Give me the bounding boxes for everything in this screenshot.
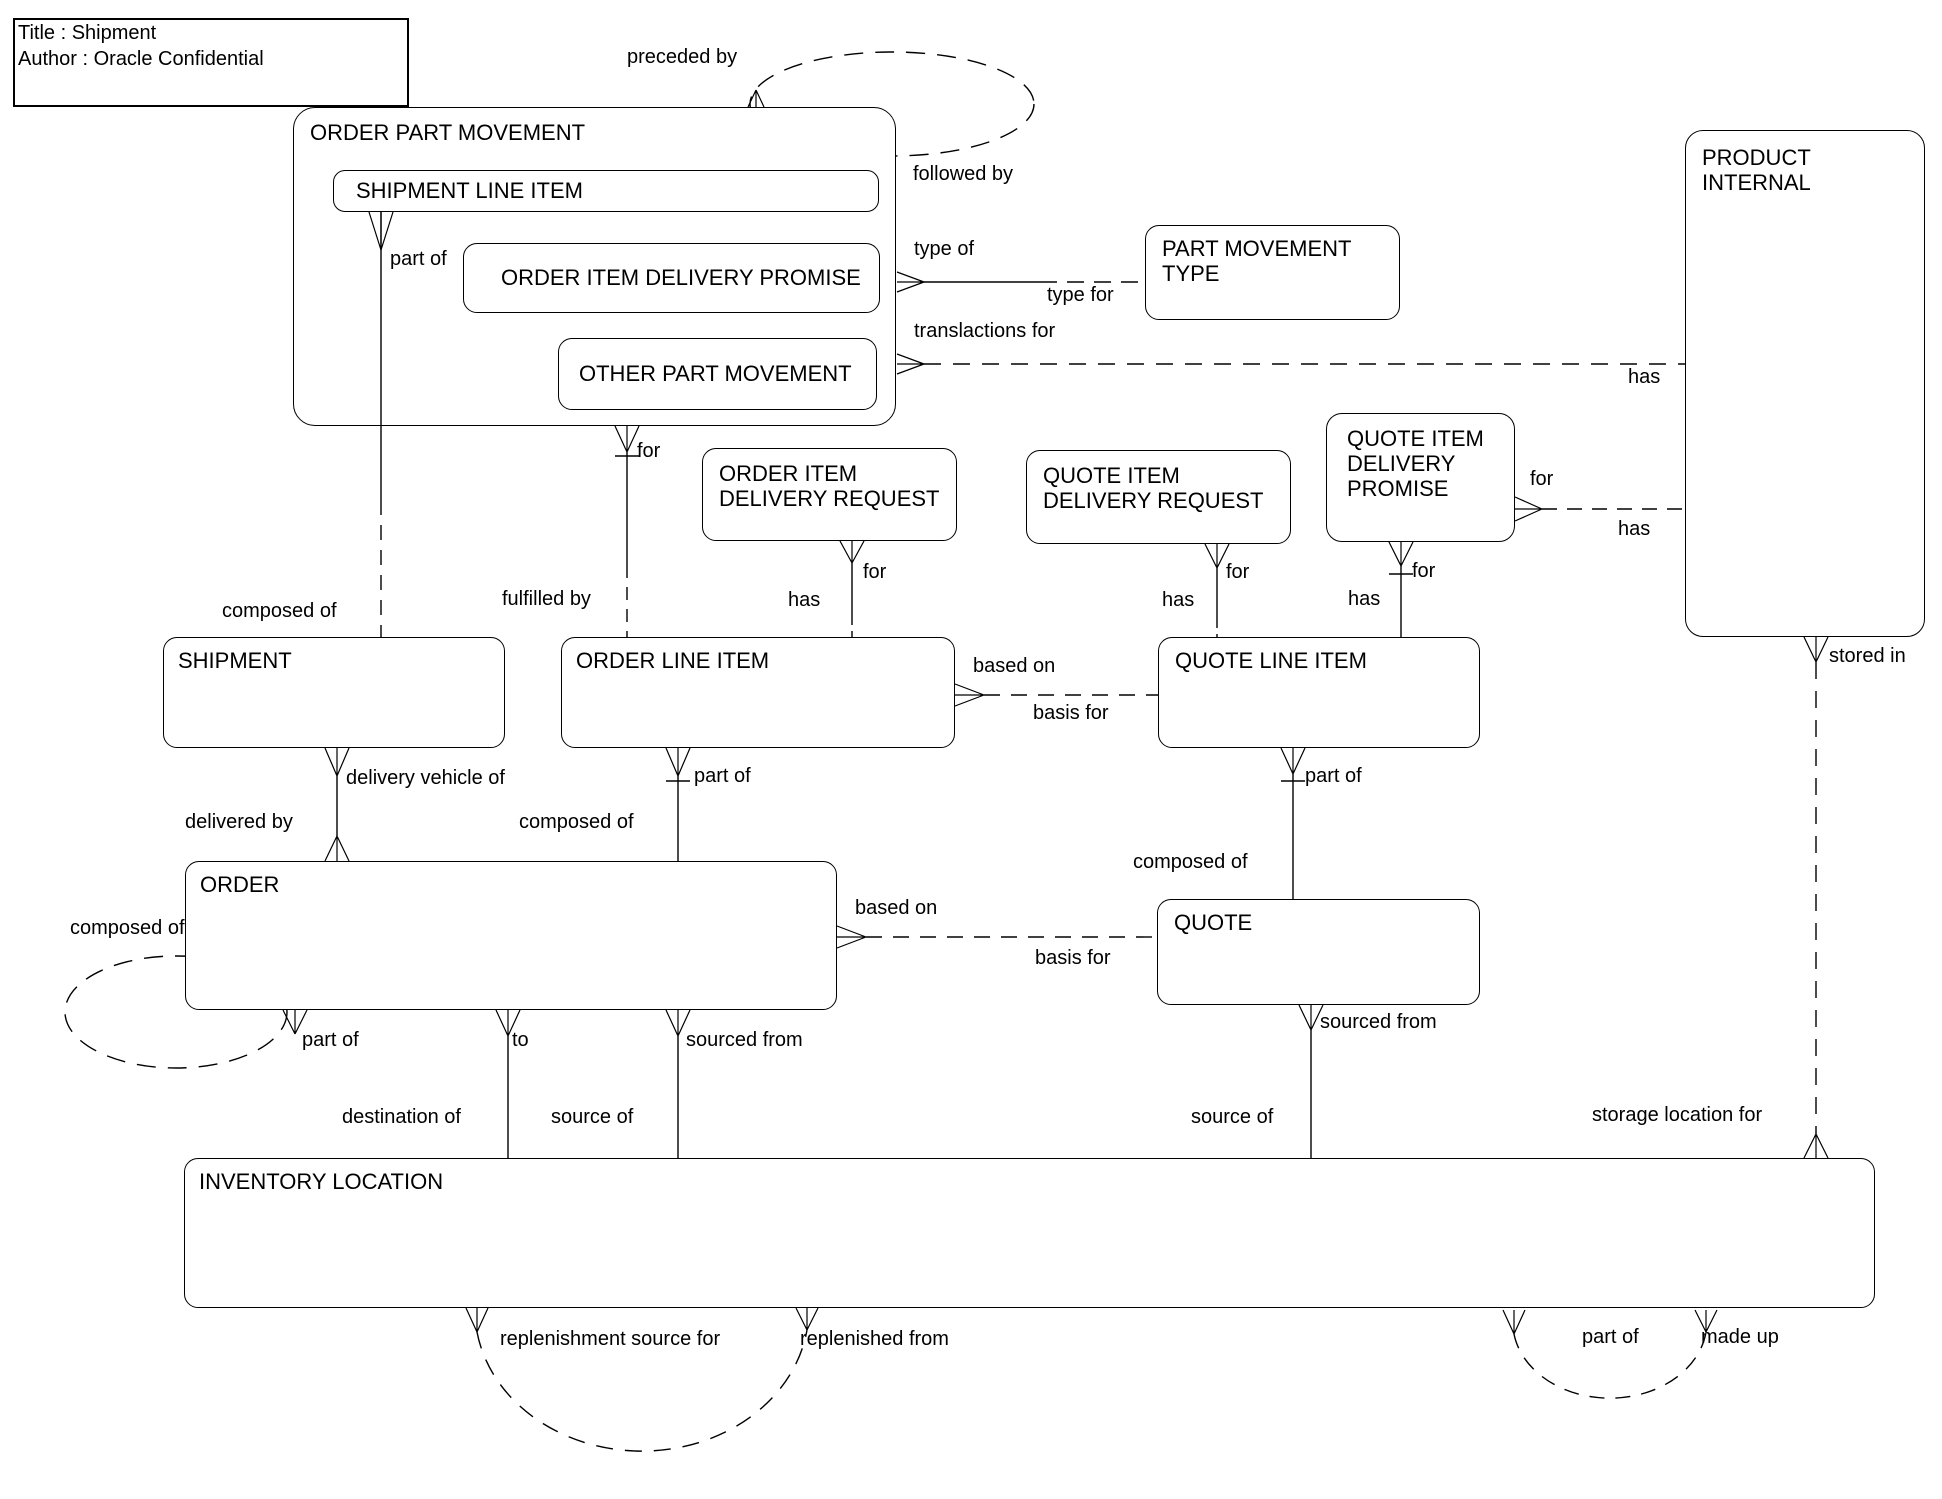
rel-label-sourced-from-quote: sourced from xyxy=(1320,1011,1437,1033)
crowfoot-partof-loop xyxy=(1503,1310,1525,1334)
rel-label-part-of-location-loop: part of xyxy=(1582,1326,1639,1348)
entity-order-item-delivery-promise[interactable]: ORDER ITEM DELIVERY PROMISE xyxy=(463,243,880,313)
entity-label: OTHER PART MOVEMENT xyxy=(579,361,852,387)
entity-quote[interactable]: QUOTE xyxy=(1157,899,1480,1005)
rel-label-stored-in: stored in xyxy=(1829,645,1906,667)
entity-label: SHIPMENT LINE ITEM xyxy=(356,178,583,204)
entity-label: PRODUCT INTERNAL xyxy=(1702,145,1811,196)
rel-label-for-opm: for xyxy=(637,440,661,462)
entity-quote-line-item[interactable]: QUOTE LINE ITEM xyxy=(1158,637,1480,748)
entity-label: PART MOVEMENT TYPE xyxy=(1162,236,1352,287)
rel-label-has-product-1: has xyxy=(1628,366,1661,388)
rel-label-basis-for-line-item: basis for xyxy=(1033,702,1109,724)
diagram-title-block: Title : Shipment Author : Oracle Confide… xyxy=(13,18,409,107)
entity-part-movement-type[interactable]: PART MOVEMENT TYPE xyxy=(1145,225,1400,320)
crowfoot-for-opm xyxy=(615,426,639,452)
entity-order-line-item[interactable]: ORDER LINE ITEM xyxy=(561,637,955,748)
rel-label-composed-of-order-loop: composed of xyxy=(70,917,185,939)
crowfoot-qidp-right xyxy=(1515,497,1542,521)
crowfoot-product-bottom xyxy=(1804,637,1828,662)
crowfoot-qli-bottom xyxy=(1281,748,1305,774)
rel-label-based-on-order: based on xyxy=(855,897,938,919)
rel-label-preceded-by: preceded by xyxy=(627,46,738,68)
crowfoot-translactions xyxy=(897,354,924,374)
entity-other-part-movement[interactable]: OTHER PART MOVEMENT xyxy=(558,338,877,410)
rel-label-based-on-line-item: based on xyxy=(973,655,1056,677)
rel-label-sourced-from-order: sourced from xyxy=(686,1029,803,1051)
rel-label-made-up: made up xyxy=(1701,1326,1779,1348)
rel-label-has-qli-2: has xyxy=(1348,588,1381,610)
rel-label-has-product-2: has xyxy=(1618,518,1651,540)
diagram-title: Title : Shipment xyxy=(18,22,157,44)
rel-label-source-of-order: source of xyxy=(551,1106,634,1128)
rel-label-has-qli-1: has xyxy=(1162,589,1195,611)
entity-label: ORDER ITEM DELIVERY PROMISE xyxy=(501,265,861,291)
entity-label: SHIPMENT xyxy=(178,648,292,673)
rel-label-delivery-vehicle-of: delivery vehicle of xyxy=(346,767,505,789)
entity-label: QUOTE LINE ITEM xyxy=(1175,648,1367,673)
entity-label: QUOTE ITEM DELIVERY REQUEST xyxy=(1043,463,1264,514)
crowfoot-oli-right xyxy=(955,684,984,706)
entity-shipment-line-item[interactable]: SHIPMENT LINE ITEM xyxy=(333,170,879,212)
rel-label-for-qidp: for xyxy=(1412,560,1436,582)
rel-label-translactions-for: translactions for xyxy=(914,320,1056,342)
entity-label: QUOTE xyxy=(1174,910,1253,935)
rel-label-part-of-quote-line: part of xyxy=(1305,765,1362,787)
crowfoot-location-top xyxy=(1804,1134,1828,1158)
entity-quote-item-delivery-request[interactable]: QUOTE ITEM DELIVERY REQUEST xyxy=(1026,450,1291,544)
crowfoot-oli-bottom xyxy=(666,748,690,776)
crowfoot-replenish-left xyxy=(466,1308,488,1332)
rel-label-basis-for-order: basis for xyxy=(1035,947,1111,969)
entity-order-item-delivery-request[interactable]: ORDER ITEM DELIVERY REQUEST xyxy=(702,448,957,541)
rel-label-part-of-shipment-line: part of xyxy=(390,248,447,270)
rel-label-followed-by: followed by xyxy=(913,163,1014,185)
rel-label-part-of-order-loop: part of xyxy=(302,1029,359,1051)
rel-label-replenishment-source-for: replenishment source for xyxy=(500,1328,721,1350)
crowfoot-oidr xyxy=(840,541,864,563)
crowfoot-replenish-right xyxy=(796,1308,818,1330)
rel-label-composed-of-order-line: composed of xyxy=(519,811,634,833)
rel-label-fulfilled-by: fulfilled by xyxy=(502,588,591,610)
rel-label-composed-of-shipment: composed of xyxy=(222,600,337,622)
entity-quote-item-delivery-promise[interactable]: QUOTE ITEM DELIVERY PROMISE xyxy=(1326,413,1515,542)
rel-label-storage-location-for: storage location for xyxy=(1592,1104,1763,1126)
rel-label-type-for: type for xyxy=(1047,284,1114,306)
rel-label-composed-of-quote-line: composed of xyxy=(1133,851,1248,873)
rel-label-for-qidp-product: for xyxy=(1530,468,1554,490)
crowfoot-type-of xyxy=(897,272,924,292)
entity-product-internal[interactable]: PRODUCT INTERNAL xyxy=(1685,130,1925,637)
entity-label: ORDER PART MOVEMENT xyxy=(310,120,586,145)
rel-label-part-of-order-line: part of xyxy=(694,765,751,787)
crowfoot-order-right xyxy=(837,926,866,948)
crowfoot-order-top xyxy=(325,836,349,861)
rel-label-source-of-quote: source of xyxy=(1191,1106,1274,1128)
rel-label-replenished-from: replenished from xyxy=(800,1328,949,1350)
rel-label-for-oidr: for xyxy=(863,561,887,583)
entity-label: QUOTE ITEM DELIVERY PROMISE xyxy=(1347,426,1484,502)
rel-label-type-of: type of xyxy=(914,238,975,260)
entity-label: ORDER LINE ITEM xyxy=(576,648,770,673)
entity-label: INVENTORY LOCATION xyxy=(199,1169,444,1194)
crowfoot-preceded-by xyxy=(748,90,764,107)
entity-label: ORDER ITEM DELIVERY REQUEST xyxy=(719,461,940,512)
entity-label: ORDER xyxy=(200,872,280,897)
entity-order[interactable]: ORDER xyxy=(185,861,837,1010)
entity-shipment[interactable]: SHIPMENT xyxy=(163,637,505,748)
rel-label-destination-of: destination of xyxy=(342,1106,461,1128)
rel-label-to: to xyxy=(512,1029,529,1051)
rel-label-for-qidr: for xyxy=(1226,561,1250,583)
rel-label-delivered-by: delivered by xyxy=(185,811,293,833)
rel-label-has-oli: has xyxy=(788,589,821,611)
crowfoot-qidp-bottom xyxy=(1389,542,1413,566)
entity-inventory-location[interactable]: INVENTORY LOCATION xyxy=(184,1158,1875,1308)
diagram-author: Author : Oracle Confidential xyxy=(18,48,264,70)
